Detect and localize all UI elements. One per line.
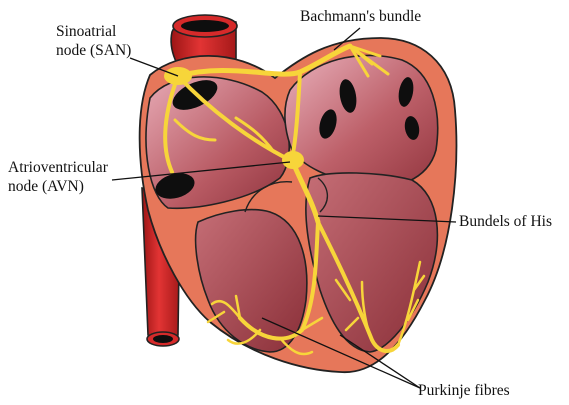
avn-label-line2: node (AVN) bbox=[8, 177, 108, 196]
san-label: Sinoatrial node (SAN) bbox=[56, 22, 131, 60]
bachmann-label: Bachmann's bundle bbox=[300, 7, 421, 26]
purkinje-label: Purkinje fibres bbox=[418, 381, 510, 400]
avn-label-line1: Atrioventricular bbox=[8, 158, 108, 177]
san-label-line1: Sinoatrial bbox=[56, 22, 131, 41]
san-label-line2: node (SAN) bbox=[56, 41, 131, 60]
his-label: Bundels of His bbox=[459, 212, 552, 231]
avn-label: Atrioventricular node (AVN) bbox=[8, 158, 108, 196]
atrioventricular-node bbox=[282, 151, 304, 169]
